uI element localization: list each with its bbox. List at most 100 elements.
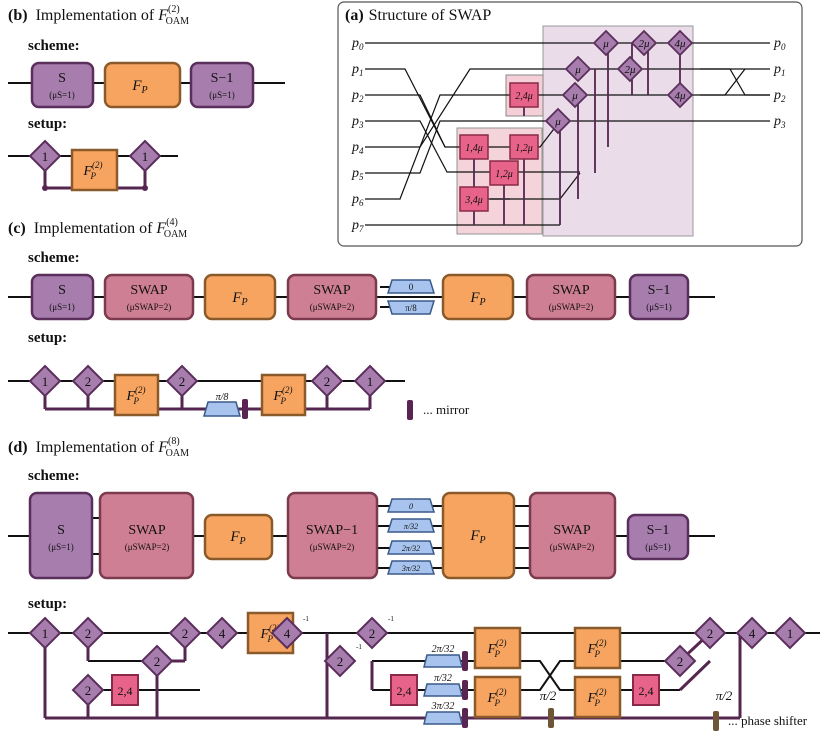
setup-d-mirror (462, 680, 468, 700)
swap-diamond: μ (564, 55, 592, 83)
svg-text:2: 2 (85, 626, 92, 641)
panel-c-title: (c) Implementation of F(4)OAM (8, 217, 187, 240)
svg-text:(μSWAP=2): (μSWAP=2) (125, 542, 169, 552)
swap-square: 1,2μ (489, 160, 519, 186)
svg-text:2: 2 (85, 683, 92, 698)
svg-text:0: 0 (409, 502, 413, 511)
scheme-d-fp-box-2: FP (441, 491, 516, 580)
svg-text:1: 1 (787, 626, 794, 641)
svg-text:(μSWAP=2): (μSWAP=2) (310, 302, 354, 312)
panel-d-setup-label: setup: (28, 596, 67, 612)
setup-d-pi2-label: π/2 (540, 688, 557, 703)
left-port-label: p1 (351, 62, 364, 78)
swap-stage-region (542, 25, 694, 237)
left-port-label: p2 (351, 88, 364, 104)
setup-d-diamond: 2 (71, 616, 105, 650)
svg-text:π/8: π/8 (405, 303, 417, 313)
setup-d-diamond: 4-1 (270, 615, 309, 650)
setup-d-diamond: 4 (735, 616, 769, 650)
svg-text:4μ: 4μ (674, 90, 686, 102)
svg-text:2: 2 (337, 654, 344, 669)
setup-c-mirror (242, 399, 248, 419)
scheme-d-phase: 3π/32 (386, 560, 436, 575)
setup-b-diamond-1: 1 (29, 140, 61, 172)
svg-text:(μS=1): (μS=1) (209, 90, 234, 100)
setup-d-fp2-box: F(2)P (573, 675, 622, 719)
setup-d-square: 2,4 (390, 674, 418, 706)
setup-d-phase: π/32 (423, 673, 463, 697)
scheme-d-s-box: S (μS=1) (28, 491, 94, 580)
panel-b-title: (b) Implementation of F(2)OAM (8, 4, 189, 27)
svg-text:F(2)P: F(2)P (486, 687, 506, 708)
svg-text:1,2μ: 1,2μ (515, 143, 533, 154)
setup-b-diamond-2: 1 (129, 140, 161, 172)
svg-text:(μS=1): (μS=1) (49, 90, 74, 100)
svg-text:F(2)P: F(2)P (259, 623, 279, 644)
scheme-d-swapinv-box: SWAP−1 (μSWAP=2) (286, 491, 379, 580)
swap-diamond: μ (592, 29, 620, 57)
svg-text:2: 2 (677, 654, 684, 669)
swap-diamond: 2μ (616, 55, 644, 83)
svg-text:S−1: S−1 (211, 71, 234, 86)
scheme-c-swap-box-2: SWAP (μSWAP=2) (286, 273, 378, 321)
svg-text:FP: FP (229, 529, 245, 547)
svg-text:SWAP: SWAP (553, 523, 591, 538)
scheme-c-swap-box-3: SWAP (μSWAP=2) (525, 273, 617, 321)
swap-diamond: μ (544, 107, 572, 135)
swap-diamond: 4μ (666, 29, 694, 57)
scheme-c-fp-box-2: FP (441, 273, 515, 321)
svg-text:S: S (58, 71, 66, 86)
svg-text:(μS=1): (μS=1) (645, 542, 670, 552)
svg-text:-1: -1 (388, 615, 394, 623)
svg-text:FP: FP (469, 290, 485, 308)
svg-text:1,4μ: 1,4μ (465, 143, 483, 154)
right-port-label: p0 (773, 36, 786, 52)
scheme-d-fp-box-1: FP (203, 513, 274, 561)
svg-text:μ: μ (571, 90, 578, 102)
setup-b-fp2-box: F(2)P (70, 148, 119, 192)
svg-text:4: 4 (219, 626, 226, 641)
setup-d-diamond: 4 (205, 616, 239, 650)
svg-text:SWAP−1: SWAP−1 (306, 523, 358, 538)
svg-text:SWAP: SWAP (313, 283, 351, 298)
left-port-label: p6 (351, 192, 364, 208)
svg-text:(μSWAP=2): (μSWAP=2) (310, 542, 354, 552)
panel-b: (b) Implementation of F(2)OAM scheme: S … (8, 4, 285, 192)
swap-square: 1,4μ (459, 134, 489, 160)
svg-text:1: 1 (42, 374, 49, 389)
svg-text:SWAP: SWAP (128, 523, 166, 538)
svg-text:1: 1 (42, 149, 49, 164)
setup-d-fp2-box: F(2)P (473, 626, 522, 670)
setup-d-mirror (462, 708, 468, 728)
left-port-label: p7 (351, 218, 364, 234)
svg-text:1: 1 (367, 374, 374, 389)
setup-c-fp2-box-1: F(2)P (113, 373, 160, 417)
svg-text:(μS=1): (μS=1) (49, 302, 74, 312)
svg-text:2: 2 (179, 374, 186, 389)
setup-d-fp2-box: F(2)P (573, 626, 622, 670)
left-port-label: p3 (351, 114, 364, 130)
svg-text:4μ: 4μ (674, 38, 686, 50)
svg-text:2: 2 (85, 374, 92, 389)
panel-c-scheme-label: scheme: (28, 250, 80, 266)
panel-c-setup-label: setup: (28, 330, 67, 346)
setup-c-diamond-2: 2 (72, 365, 104, 397)
svg-text:SWAP: SWAP (130, 283, 168, 298)
setup-d-diamond: 2-1 (323, 643, 362, 678)
scheme-d-swap-box-2: SWAP (μSWAP=2) (528, 491, 617, 580)
svg-text:π/32: π/32 (434, 673, 452, 684)
svg-text:2μ: 2μ (624, 64, 636, 76)
svg-text:2: 2 (182, 626, 189, 641)
right-port-label: p1 (773, 62, 786, 78)
setup-d-mirror (462, 651, 468, 671)
svg-text:(μS=1): (μS=1) (48, 542, 73, 552)
setup-d-diamond: 2 (693, 616, 727, 650)
panel-b-setup-label: setup: (28, 116, 67, 132)
svg-text:μ: μ (602, 38, 609, 50)
svg-text:(μSWAP=2): (μSWAP=2) (127, 302, 171, 312)
